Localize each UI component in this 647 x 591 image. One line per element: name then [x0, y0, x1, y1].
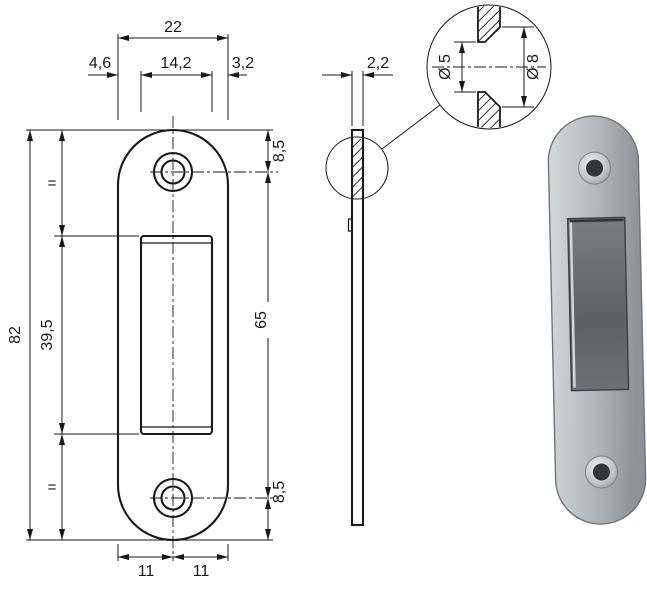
plate-outline	[116, 128, 230, 542]
slot-outline	[139, 234, 214, 436]
dim-right-group: 8,5 65 8,5	[178, 129, 288, 541]
arrowhead	[59, 130, 65, 141]
section-material-top	[477, 6, 501, 43]
detail-callout-circle	[325, 136, 389, 200]
arrowhead	[265, 529, 271, 540]
arrowhead	[107, 72, 118, 78]
dim-label-hole-diameter: Ø 5	[437, 54, 454, 80]
detail-view: Ø 5 Ø 8	[426, 4, 552, 130]
arrowhead	[363, 72, 374, 78]
arrowhead	[141, 72, 152, 78]
detail-leader-line	[381, 104, 441, 150]
side-profile-outline	[350, 128, 365, 527]
dim-label-countersink-diameter: Ø 8	[525, 54, 542, 80]
dim-bottom-group: 11 11	[117, 544, 229, 580]
dim-label-height-total: 82	[7, 326, 24, 344]
arrowhead	[27, 130, 33, 141]
photo-window-highlight	[569, 221, 576, 388]
photo-hole-top	[578, 151, 612, 185]
dim-label-slot-height: 39,5	[39, 319, 56, 350]
detail-circle	[426, 4, 552, 130]
arrowhead	[341, 72, 352, 78]
dim-left-group: 82 = 39,5 =	[7, 129, 168, 541]
photo-view	[547, 115, 647, 525]
arrowhead	[27, 529, 33, 540]
dim-label-hole-top: 8,5	[271, 140, 288, 162]
arrowhead	[59, 434, 65, 445]
dim-label-hole-centers: 65	[253, 311, 270, 329]
arrowhead	[59, 225, 65, 236]
arrowhead	[521, 27, 527, 38]
arrowhead	[59, 423, 65, 434]
equal-mark-top: =	[48, 175, 57, 192]
arrowhead	[265, 130, 271, 141]
photo-hole-top-bore	[586, 159, 604, 177]
photo-window	[566, 216, 630, 392]
front-view	[116, 116, 278, 561]
arrowhead	[59, 236, 65, 247]
arrowhead	[162, 554, 173, 560]
arrowhead	[118, 35, 129, 41]
dim-label-bottom-right: 11	[193, 563, 210, 580]
dim-label-thickness: 2,2	[367, 55, 389, 72]
dim-label-slot-width: 14,2	[160, 55, 191, 72]
arrowhead	[173, 554, 184, 560]
arrowhead	[265, 161, 271, 172]
dim-label-right-margin: 3,2	[232, 55, 254, 72]
arrowhead	[118, 554, 129, 560]
arrowhead	[265, 487, 271, 498]
top-hole	[160, 159, 186, 185]
dim-label-left-margin: 4,6	[89, 55, 111, 72]
photo-window-shadow	[569, 218, 624, 223]
arrowhead	[459, 81, 465, 92]
dim-label-width-total: 22	[164, 19, 182, 36]
arrowhead	[217, 35, 228, 41]
arrowhead	[459, 42, 465, 53]
bottom-hole-countersink	[152, 477, 194, 519]
side-view: 2,2	[322, 55, 441, 527]
arrowhead	[217, 554, 228, 560]
dim-top-group: 22 4,6 14,2 3,2	[88, 19, 254, 120]
arrowhead	[59, 529, 65, 540]
arrowhead	[201, 72, 212, 78]
top-hole-countersink	[152, 151, 194, 193]
dim-label-bottom-left: 11	[138, 563, 155, 580]
side-section-hatch	[353, 139, 363, 197]
photo-hole-bottom-bore	[592, 463, 610, 481]
bottom-hole	[160, 485, 186, 511]
dim-label-hole-bottom: 8,5	[271, 481, 288, 503]
arrowhead	[265, 498, 271, 509]
section-material-bottom	[477, 91, 501, 128]
arrowhead	[265, 172, 271, 183]
detail-section	[477, 6, 501, 128]
arrowhead	[228, 72, 239, 78]
side-profile-step	[347, 218, 352, 232]
arrowhead	[521, 96, 527, 107]
photo-hole-bottom	[584, 455, 618, 489]
equal-mark-bottom: =	[48, 479, 57, 496]
